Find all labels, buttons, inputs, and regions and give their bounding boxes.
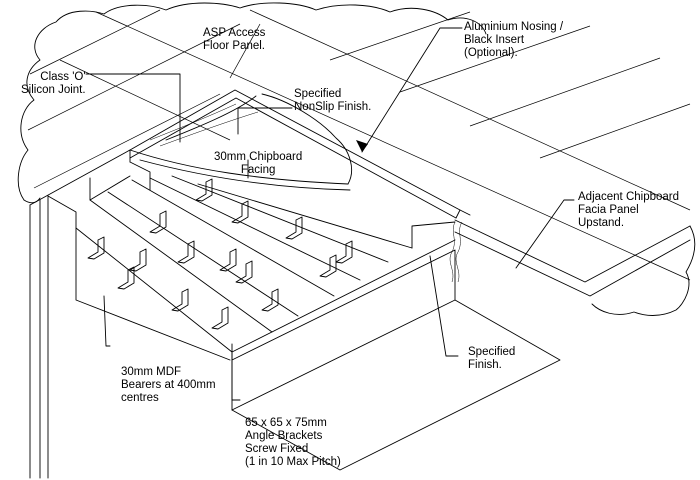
step-nosing <box>129 89 691 297</box>
angle-bracket <box>87 236 105 260</box>
angle-bracket <box>335 240 353 264</box>
leader-mdf-bearers <box>103 295 111 347</box>
angle-bracket <box>177 240 195 264</box>
floor-boundary-outline <box>17 2 696 316</box>
angle-bracket <box>195 178 213 202</box>
leader-silicon-joint <box>85 73 181 143</box>
angle-bracket <box>149 210 167 234</box>
angle-brackets <box>87 178 353 330</box>
label-aluminium-nosing: Aluminium Nosing /Black Insert(Optional)… <box>464 21 564 59</box>
angle-bracket <box>129 248 147 272</box>
leader-aluminium-nosing <box>361 27 463 153</box>
leader-nonslip-finish <box>237 107 293 135</box>
leader-angle-brackets <box>231 343 241 401</box>
chipboard-facing-sheet <box>129 93 352 191</box>
mdf-bearers <box>75 175 413 353</box>
leader-adjacent-panel <box>515 199 575 269</box>
floor-grid <box>27 9 691 281</box>
angle-bracket <box>319 254 337 278</box>
label-silicon-joint: Class 'O'Silicon Joint. <box>21 71 86 96</box>
step-left-wall <box>29 149 231 479</box>
angle-bracket <box>211 306 229 330</box>
floor-boundary-left-cut <box>23 197 41 204</box>
angle-bracket <box>285 216 303 240</box>
leader-arrowhead <box>356 140 368 152</box>
leader-specified-finish <box>429 255 459 357</box>
angle-bracket <box>231 200 249 224</box>
angle-bracket <box>219 248 237 272</box>
angle-bracket <box>171 288 189 312</box>
leader-lines <box>85 27 575 401</box>
angle-bracket <box>235 260 253 284</box>
angle-bracket <box>261 288 279 312</box>
angle-bracket <box>117 266 135 290</box>
